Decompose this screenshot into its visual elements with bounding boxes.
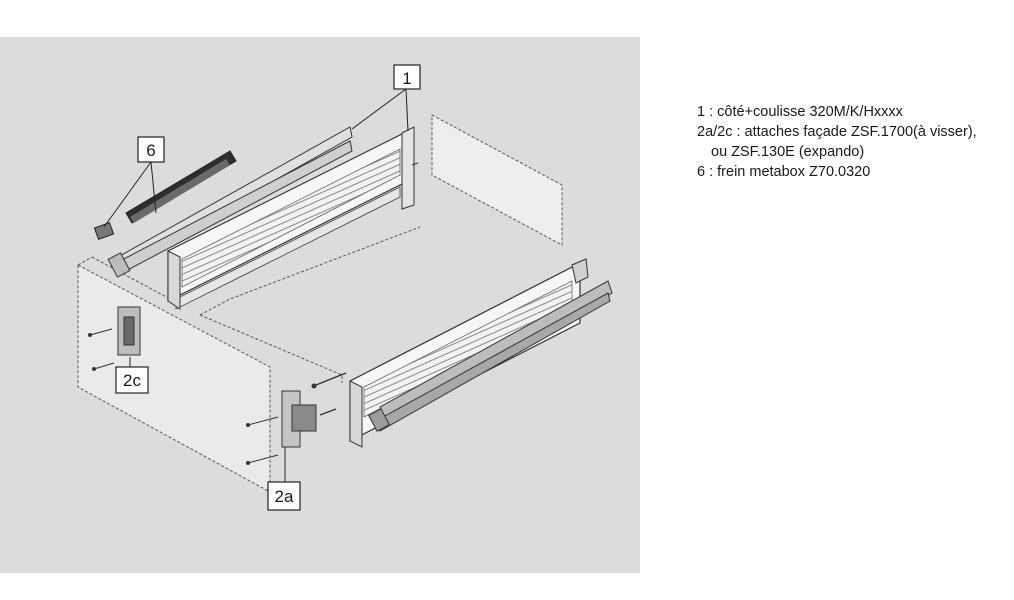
callout-2a-label: 2a — [275, 487, 294, 506]
parts-legend: 1 : côté+coulisse 320M/K/Hxxxx 2a/2c : a… — [697, 102, 977, 182]
legend-line-fixings-alt: ou ZSF.130E (expando) — [711, 144, 865, 160]
diagram-panel: 1 6 2c 2a — [0, 37, 640, 573]
legend-line-fixings: 2a/2c : attaches façade ZSF.1700(à visse… — [697, 124, 977, 140]
callout-2a: 2a — [267, 447, 301, 511]
callout-1: 1 — [351, 64, 421, 132]
drawer-assembly-diagram: 1 6 2c 2a — [77, 64, 613, 511]
right-slide-rail — [367, 280, 613, 432]
left-drawer-side — [167, 126, 419, 310]
callout-2c: 2c — [115, 357, 149, 394]
callout-2c-label: 2c — [123, 371, 141, 390]
bottom-panel — [199, 226, 421, 383]
left-slide-rail — [107, 126, 353, 278]
callout-6-label: 6 — [146, 141, 155, 160]
legend-line-slide: 1 : côté+coulisse 320M/K/Hxxxx — [697, 104, 903, 120]
damper-part — [93, 150, 237, 241]
legend-line-damper: 6 : frein metabox Z70.0320 — [697, 164, 871, 180]
rear-screw — [311, 372, 347, 389]
front-fixing-2c — [88, 306, 141, 371]
back-panel — [431, 114, 563, 246]
callout-6: 6 — [103, 136, 165, 228]
front-fixing-2a — [246, 390, 337, 465]
callout-1-label: 1 — [402, 69, 411, 88]
